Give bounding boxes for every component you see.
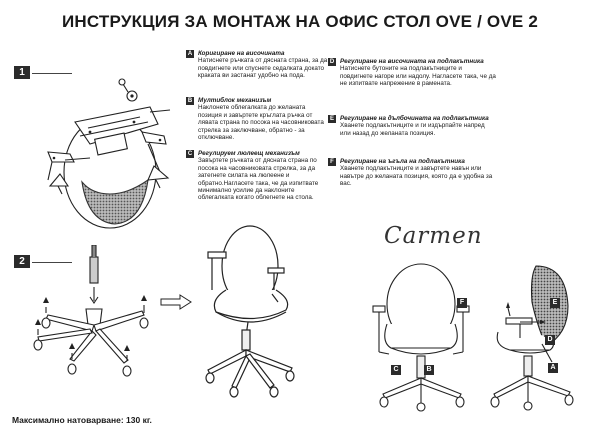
instruction-body: Завъртете ръчката от дясната страна по п… xyxy=(198,157,319,202)
chair-front-view-illustration xyxy=(372,263,470,412)
chair-side-view-illustration xyxy=(490,265,574,411)
instruction-heading: Регулируем люлеещ механизъм xyxy=(198,150,300,157)
instruction-heading: Регулиране на дълбочината на подлакътник… xyxy=(340,115,489,122)
instruction-d: D Регулиране на височината на подлакътни… xyxy=(328,58,496,88)
instruction-heading: Мултиблок механизъм xyxy=(198,97,272,104)
instruction-b: B Мултиблок механизъм Наклонете облегалк… xyxy=(186,97,328,141)
step-2-divider xyxy=(32,262,72,263)
label-b: B xyxy=(424,365,434,375)
instruction-heading: Регулиране на ъгъла на подлакътника xyxy=(340,158,465,165)
instruction-letter: B xyxy=(186,97,194,105)
instruction-body: Натиснете ръчката от дясната страна, за … xyxy=(198,57,328,80)
max-load-note: Максимално натоварване: 130 кг. xyxy=(12,415,152,425)
label-c: C xyxy=(391,365,401,375)
step-number-1: 1 xyxy=(14,66,30,79)
instruction-heading: Регулиране на височината на подлакътника xyxy=(340,58,484,65)
instruction-body: Хванете подлакътниците и завъртете навън… xyxy=(340,165,493,188)
instruction-letter: C xyxy=(186,150,194,158)
instruction-letter: A xyxy=(186,50,194,58)
page-title: ИНСТРУКЦИЯ ЗА МОНТАЖ НА ОФИС СТОЛ OVE / … xyxy=(61,12,538,31)
instruction-body: Натиснете бутоните на подлакътниците и п… xyxy=(340,65,496,88)
step-1-divider xyxy=(32,73,72,74)
instruction-body: Хванете подлакътниците и ги издърпайте н… xyxy=(340,122,485,137)
arrow-right-icon xyxy=(160,294,192,310)
instruction-letter: D xyxy=(328,58,336,66)
assembled-chair-illustration xyxy=(205,225,295,398)
label-e: E xyxy=(550,298,560,308)
label-a: A xyxy=(548,363,558,373)
instruction-letter: F xyxy=(328,158,336,166)
base-assembly-illustration xyxy=(33,245,149,377)
instruction-heading: Коригиране на височината xyxy=(198,50,285,57)
label-f-front: F xyxy=(457,298,467,308)
instruction-a: A Коригиране на височината Натиснете ръч… xyxy=(186,50,328,80)
instruction-c: C Регулируем люлеещ механизъм Завъртете … xyxy=(186,150,328,202)
instruction-e: E Регулиране на дълбочината на подлакътн… xyxy=(328,115,496,137)
instruction-body: Наклонете облегалката до желаната позици… xyxy=(198,104,324,142)
label-d: D xyxy=(545,335,555,345)
step-number-2: 2 xyxy=(14,255,30,268)
seat-mechanism-illustration xyxy=(47,78,171,229)
instruction-f: F Регулиране на ъгъла на подлакътника Хв… xyxy=(328,158,496,188)
brand-logo: Carmen xyxy=(384,223,483,249)
instruction-letter: E xyxy=(328,115,336,123)
